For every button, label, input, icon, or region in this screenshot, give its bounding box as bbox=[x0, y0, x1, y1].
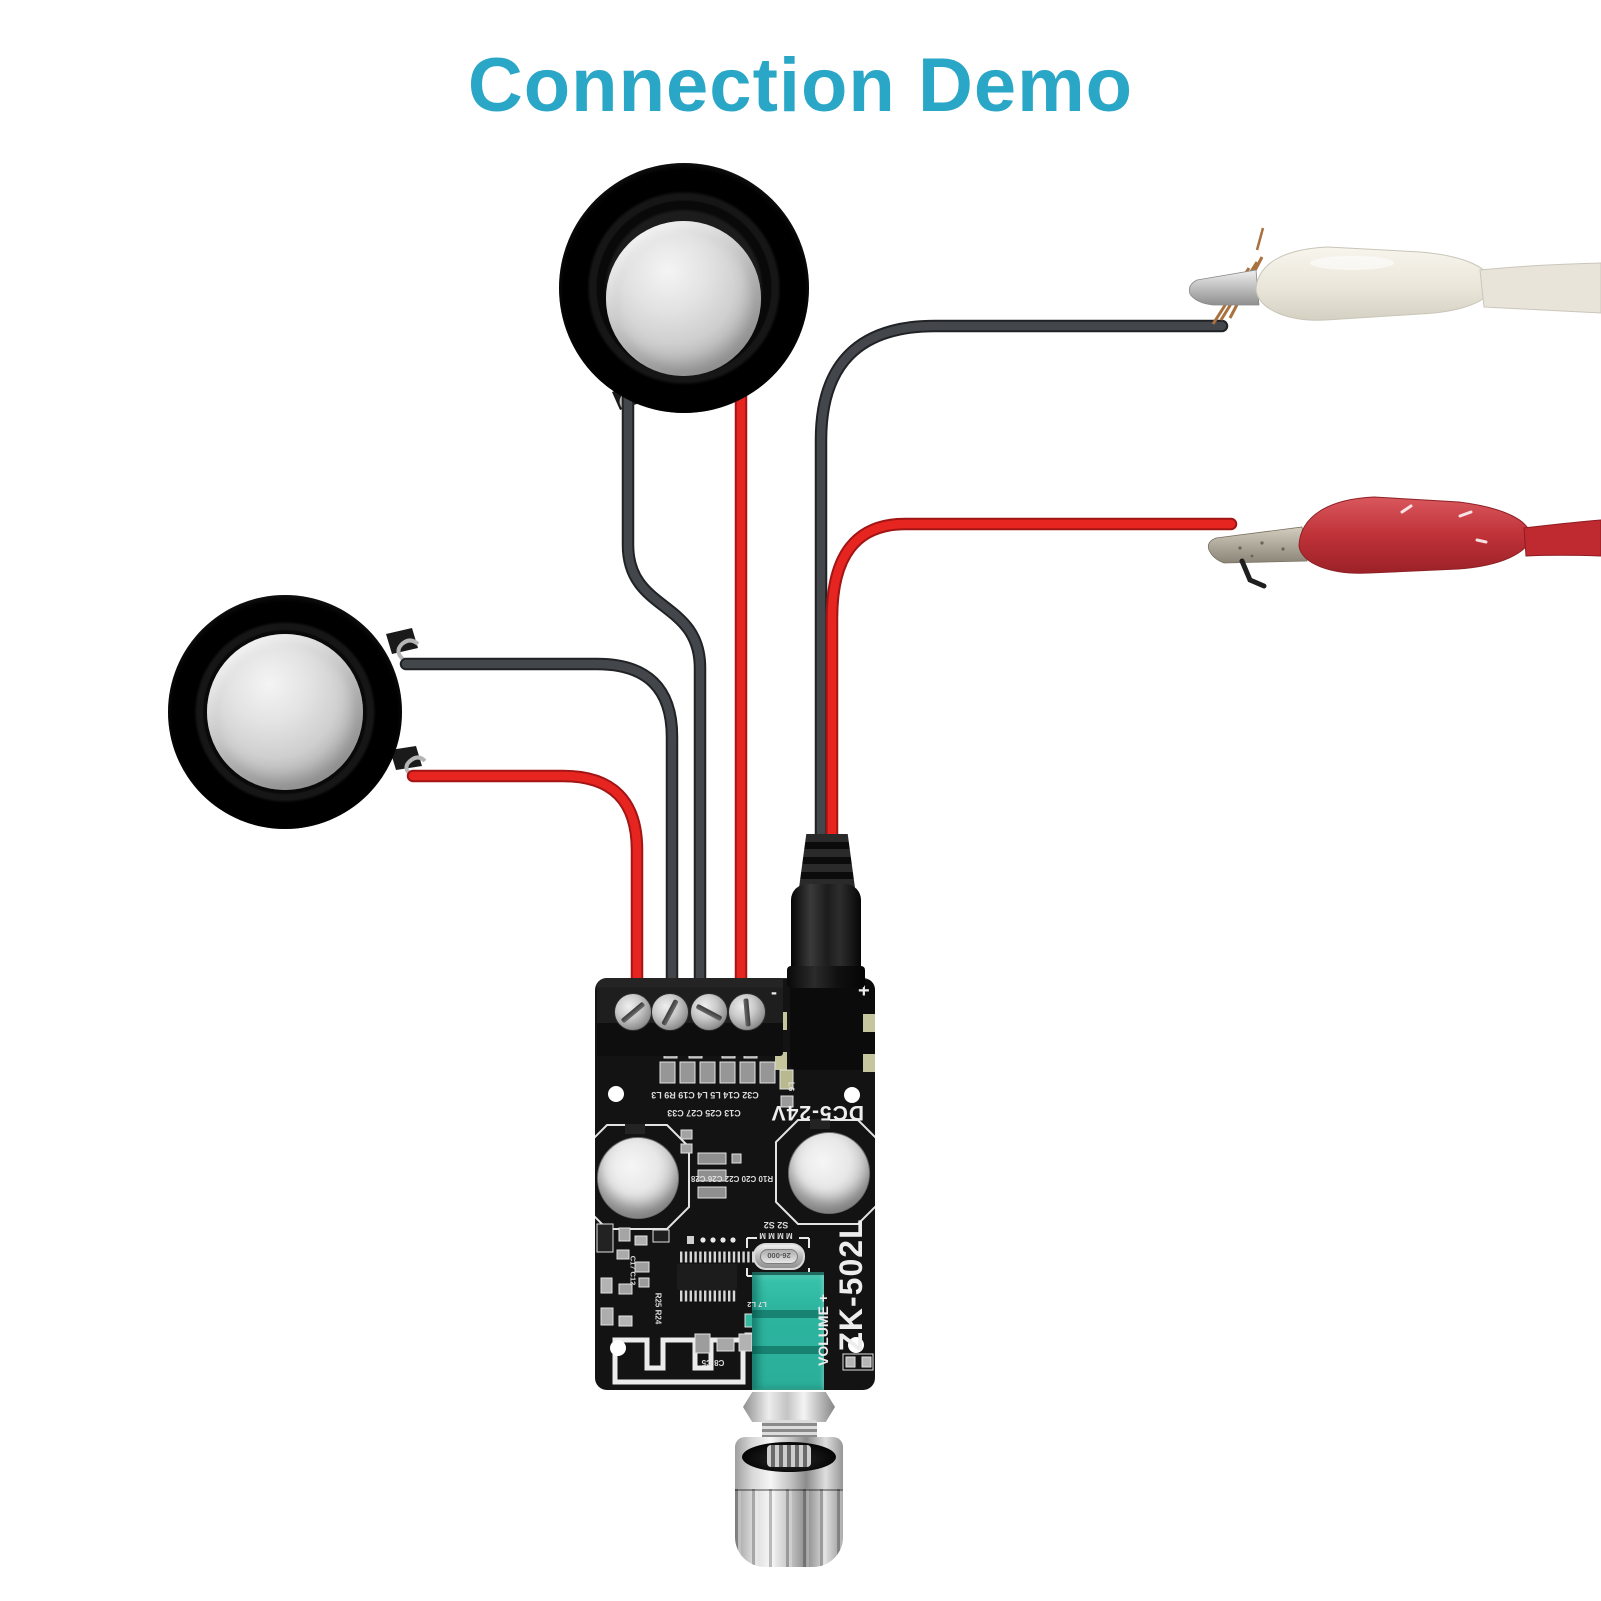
cap-silkscreen-octagons bbox=[595, 1119, 875, 1230]
clip-cable bbox=[1523, 519, 1601, 557]
clip-body bbox=[1298, 496, 1532, 574]
dc-jack bbox=[790, 980, 875, 1070]
red-alligator-clip bbox=[1207, 496, 1601, 589]
capacitor-left bbox=[597, 1137, 679, 1219]
silkscreen-row: R10 C20 C22 C26 C28 bbox=[690, 1174, 774, 1183]
page-title: Connection Demo bbox=[467, 43, 1134, 128]
silkscreen-label: S2 S2 bbox=[763, 1220, 789, 1230]
knob-knurl-texture bbox=[735, 1489, 843, 1567]
plus-polarity-label: + bbox=[858, 980, 870, 1002]
wires bbox=[399, 319, 1238, 1002]
terminal-screw-2 bbox=[651, 993, 689, 1031]
terminal-screw-4 bbox=[728, 993, 766, 1031]
crystal-oscillator: 26-000 bbox=[753, 1243, 805, 1270]
silkscreen-label: L7 L2 bbox=[747, 1300, 767, 1309]
silkscreen-row: C32 C14 L5 L4 C19 R9 L3 bbox=[651, 1090, 759, 1100]
board-detail-layer bbox=[595, 980, 875, 1385]
speaker-top-cone bbox=[606, 221, 761, 376]
volume-knob bbox=[735, 1437, 843, 1567]
knob-threaded-bushing bbox=[762, 1420, 817, 1440]
volume-potentiometer bbox=[752, 1272, 824, 1390]
mounting-hole bbox=[848, 1337, 864, 1353]
dc-plug-base bbox=[787, 966, 865, 988]
clip-jaw bbox=[1188, 269, 1260, 306]
power-range-label: DC5-24V bbox=[770, 1101, 864, 1124]
terminal-screw-1 bbox=[614, 993, 652, 1031]
silkscreen-row: C13 C25 C27 C33 bbox=[667, 1108, 741, 1118]
mounting-hole bbox=[608, 1086, 624, 1102]
clip-jaw bbox=[1207, 526, 1308, 564]
knob-hex-nut bbox=[743, 1392, 835, 1422]
wire-power-red bbox=[825, 517, 1238, 865]
mounting-hole bbox=[610, 1340, 626, 1356]
smd-components bbox=[596, 1041, 874, 1371]
clip-cable bbox=[1479, 262, 1601, 314]
silkscreen-label: C17 C12 bbox=[628, 1255, 638, 1286]
white-alligator-clip bbox=[1188, 227, 1601, 325]
wire-speaker-left-red bbox=[406, 769, 644, 1002]
dc-plug-strain-relief bbox=[799, 834, 855, 888]
crystal-label: 26-000 bbox=[760, 1249, 798, 1264]
terminal-screw-3 bbox=[690, 993, 728, 1031]
minus-polarity-label: - bbox=[771, 982, 777, 1002]
silkscreen-label: L6 bbox=[786, 1081, 796, 1092]
speaker-left-cone bbox=[207, 634, 363, 790]
silkscreen-label: M M M M bbox=[759, 1231, 793, 1240]
knob-shaft bbox=[767, 1445, 811, 1467]
capacitor-right bbox=[788, 1132, 870, 1214]
mounting-hole bbox=[844, 1087, 860, 1103]
speaker-terminal-block bbox=[597, 978, 783, 1056]
silkscreen-label: C8 C5 bbox=[701, 1358, 725, 1367]
bluetooth-chip bbox=[677, 1264, 737, 1290]
amplifier-board: 26-000 DC5-24V ZK-502L VOLUME + - + C32 … bbox=[595, 978, 875, 1390]
wire-power-black bbox=[814, 319, 1229, 865]
volume-label: VOLUME + bbox=[815, 1294, 831, 1366]
board-model-label: ZK-502L bbox=[833, 1218, 869, 1352]
silkscreen-label: R25 R24 bbox=[653, 1292, 663, 1325]
clip-prong bbox=[1239, 558, 1267, 589]
